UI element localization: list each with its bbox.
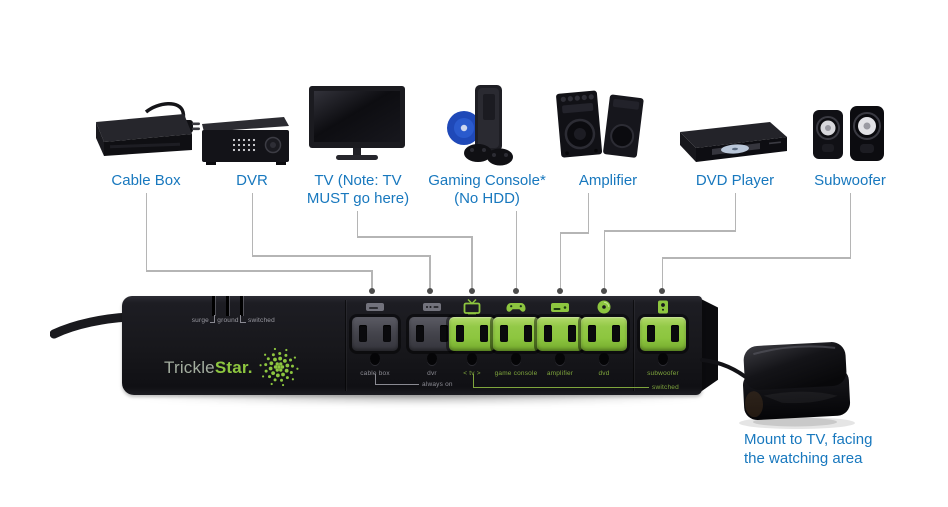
ground-hole <box>658 353 668 365</box>
dvd-disc-icon <box>597 300 611 314</box>
outlet-dvd: dvd <box>579 296 629 395</box>
device-label-dvd-player: DVD Player <box>650 172 820 190</box>
tv-image <box>309 86 405 160</box>
cable-box-icon <box>366 303 384 311</box>
brand-logo-suffix: Star. <box>214 358 253 377</box>
dvd-player-image <box>680 122 787 162</box>
switched-label: switched <box>652 383 679 391</box>
connector-dot <box>513 288 519 294</box>
connector-dot <box>601 288 607 294</box>
device-label-cable-box: Cable Box <box>61 172 231 190</box>
gamepad-icon <box>506 303 526 312</box>
outlet-cable-box: cable box <box>350 296 400 395</box>
brand-logo: TrickleStar. <box>164 358 253 378</box>
ground-hole <box>511 353 521 365</box>
device-label-tv: TV (Note: TV MUST go here) <box>273 172 443 208</box>
socket-dvd <box>581 317 627 351</box>
connector-dot <box>427 288 433 294</box>
device-label-line: Subwoofer <box>814 172 886 189</box>
led-slot-surge <box>212 296 215 316</box>
led-slot-switched <box>240 296 243 316</box>
device-label-line: (No HDD) <box>454 190 520 207</box>
outlet-dvr: dvr <box>407 296 457 395</box>
socket-subwoofer <box>640 317 686 351</box>
led-label-surge: surge <box>191 317 209 324</box>
device-label-amplifier: Amplifier <box>523 172 693 190</box>
always-on-label: always on <box>422 380 453 388</box>
cable-box-image <box>96 102 200 156</box>
ground-hole <box>370 353 380 365</box>
device-label-dvr: DVR <box>167 172 337 190</box>
sensor-caption: Mount to TV, facing the watching area <box>744 430 914 468</box>
outlet-tv: < tv > <box>447 296 497 395</box>
dvr-image <box>202 117 289 165</box>
device-label-gaming-console: Gaming Console* (No HDD) <box>402 172 572 208</box>
subwoofer-icon <box>658 300 668 314</box>
socket-game-console <box>493 317 539 351</box>
device-label-line: Cable Box <box>111 172 181 189</box>
ground-hole <box>427 353 437 365</box>
connector-dot <box>659 288 665 294</box>
strip-side-face <box>699 298 718 393</box>
outlet-label: dvd <box>598 370 610 377</box>
device-label-line: TV (Note: TV <box>314 172 402 189</box>
sensor-caption-line: the watching area <box>744 450 863 467</box>
power-strip: surge ground switched TrickleStar. cable… <box>122 296 702 395</box>
brand-logo-prefix: Trickle <box>164 358 215 377</box>
connector-dot <box>369 288 375 294</box>
ground-hole <box>467 353 477 365</box>
device-label-line: Amplifier <box>578 172 638 189</box>
subwoofer-image <box>813 106 884 161</box>
outlet-label: amplifier <box>546 370 574 377</box>
device-label-line: MUST go here) <box>306 190 410 207</box>
gaming-console-image <box>447 85 513 166</box>
led-hook <box>210 315 215 323</box>
device-label-line: DVR <box>236 172 268 189</box>
ground-hole <box>555 353 565 365</box>
strip-seam <box>345 300 346 391</box>
outlet-label: game console <box>494 370 538 377</box>
outlet-label: < tv > <box>463 370 481 377</box>
amplifier-icon <box>551 303 569 312</box>
connector-dot <box>557 288 563 294</box>
led-label-switched: switched <box>248 317 275 324</box>
connector-dot <box>469 288 475 294</box>
device-label-subwoofer: Subwoofer <box>765 172 935 190</box>
led-hook <box>240 315 246 323</box>
dvr-icon <box>423 303 441 311</box>
device-label-line: DVD Player <box>695 172 775 189</box>
outlet-game-console: game console <box>491 296 541 395</box>
led-slot-ground <box>226 296 229 316</box>
outlet-subwoofer: subwoofer <box>638 296 688 395</box>
device-label-line: Gaming Console* <box>428 172 546 189</box>
tv-icon <box>463 299 481 315</box>
led-label-ground: ground <box>217 317 239 324</box>
brand-starburst <box>259 347 299 387</box>
outlet-amplifier: amplifier <box>535 296 585 395</box>
socket-cable-box <box>352 317 398 351</box>
socket-amplifier <box>537 317 583 351</box>
outlet-label: subwoofer <box>647 370 679 377</box>
amplifier-image <box>556 90 644 158</box>
ground-hole <box>599 353 609 365</box>
socket-dvr <box>409 317 455 351</box>
socket-tv <box>449 317 495 351</box>
outlet-label: dvr <box>427 370 437 377</box>
strip-seam <box>633 300 634 391</box>
outlet-label: cable box <box>360 370 390 377</box>
ir-sensor-image <box>739 342 855 429</box>
sensor-caption-line: Mount to TV, facing <box>744 431 873 448</box>
